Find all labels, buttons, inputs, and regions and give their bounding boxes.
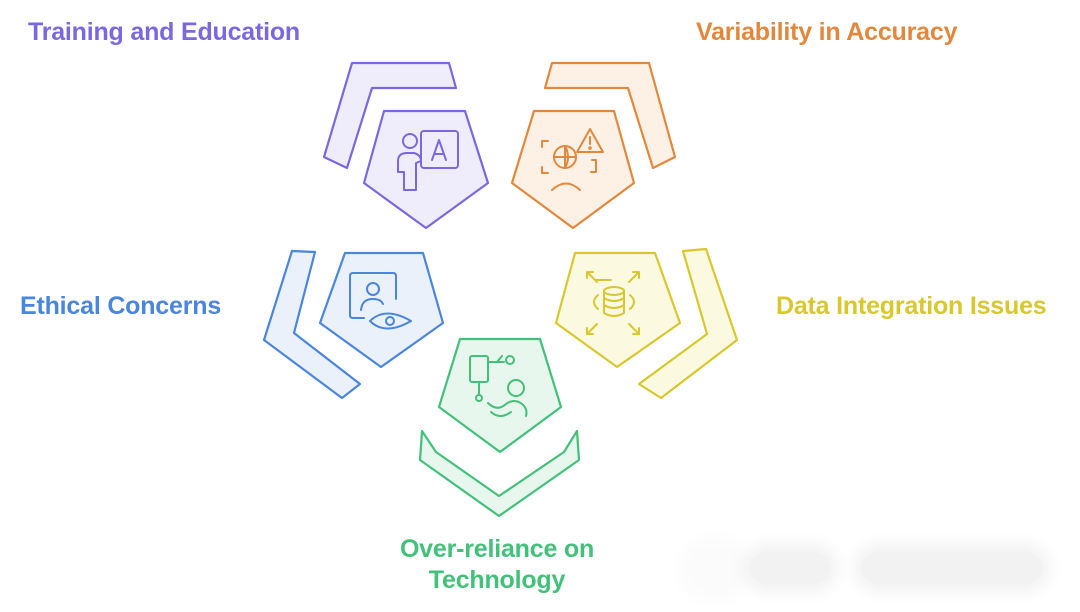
globe-warning-icon <box>541 128 604 191</box>
label-ethical: Ethical Concerns <box>20 292 222 320</box>
label-training: Training and Education <box>28 18 301 46</box>
blurred-watermark <box>862 552 1042 584</box>
label-data-integration: Data Integration Issues <box>776 292 1047 320</box>
segment-ethical <box>262 249 445 400</box>
data-chevron <box>637 247 739 400</box>
label-over-reliance: Over-reliance on Technology <box>399 535 595 594</box>
database-expand-icon <box>586 271 640 335</box>
label-variability: Variability in Accuracy <box>696 18 958 46</box>
profile-eye-icon <box>349 272 412 330</box>
data-pentagon <box>554 251 682 369</box>
variability-pentagon <box>510 109 636 230</box>
segment-over <box>418 337 581 518</box>
training-pentagon <box>362 109 490 230</box>
segment-training <box>322 61 490 230</box>
blurred-watermark <box>750 552 830 584</box>
robot-arm-person-icon <box>469 355 528 417</box>
over-chevron <box>418 429 581 518</box>
variability-chevron <box>543 61 677 170</box>
over-pentagon <box>437 337 563 454</box>
segment-data <box>554 247 739 400</box>
ethical-pentagon <box>318 251 445 369</box>
blurred-watermark <box>690 548 740 590</box>
teacher-presentation-icon <box>397 130 459 191</box>
segment-variability <box>510 61 677 230</box>
training-chevron <box>322 61 458 170</box>
ethical-chevron <box>262 249 362 400</box>
